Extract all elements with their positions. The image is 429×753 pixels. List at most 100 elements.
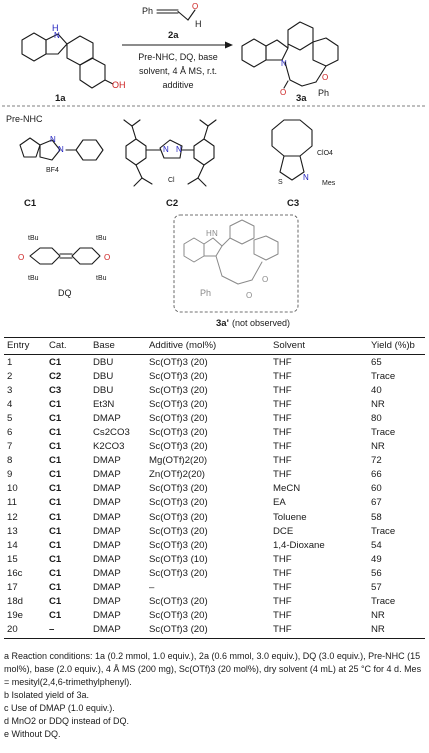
cell-additive: Sc(OTf)3 (20)	[149, 497, 208, 509]
cell-catalyst: C1	[49, 582, 62, 594]
cell-solvent: THF	[273, 370, 292, 382]
svg-text:tBu: tBu	[28, 275, 39, 282]
svg-text:H: H	[195, 19, 202, 29]
svg-text:tBu: tBu	[28, 235, 39, 242]
cell-additive: Sc(OTf)3 (20)	[149, 511, 208, 523]
cell-solvent: THF	[273, 582, 292, 594]
header-yield: Yield (%)b	[368, 337, 425, 355]
compound-3a-label: 3a	[296, 93, 307, 104]
optimization-table: Entry Cat. Base Additive (mol%) Solvent …	[4, 337, 425, 639]
svg-text:Ph: Ph	[200, 288, 211, 298]
cell-entry: 14	[7, 539, 18, 551]
cell-yield: 65	[371, 356, 382, 368]
cell-solvent: THF	[273, 441, 292, 453]
footnote-b: b Isolated yield of 3a.	[4, 690, 90, 700]
catalyst-c3-structure: S N ClO4 Mes C3	[271, 119, 336, 209]
cell-yield: NR	[371, 441, 385, 453]
cell-yield: Trace	[371, 427, 396, 439]
cell-catalyst: –	[46, 622, 90, 639]
svg-text:H: H	[206, 229, 212, 238]
cell-base: DMAP	[93, 483, 121, 495]
pre-nhc-label: Pre-NHC	[6, 114, 43, 124]
cell-yield: 56	[371, 567, 382, 579]
cell-entry: 20	[4, 622, 46, 639]
cell-base: Cs2CO3	[93, 427, 130, 439]
svg-text:O: O	[246, 291, 252, 300]
cell-yield: 60	[371, 483, 382, 495]
cell-base: DMAP	[93, 412, 121, 424]
svg-text:Ph: Ph	[318, 88, 329, 98]
header-solvent: Solvent	[270, 337, 368, 355]
catalyst-c3-label: C3	[287, 198, 299, 209]
cell-entry: 15	[7, 553, 18, 565]
svg-text:N: N	[58, 145, 64, 154]
reagent-2a-label: 2a	[168, 30, 179, 41]
svg-text:tBu: tBu	[96, 235, 107, 242]
header-additive: Additive (mol%)	[146, 337, 270, 355]
svg-text:O: O	[262, 275, 268, 284]
cell-yield: Trace	[371, 370, 396, 382]
cell-solvent: MeCN	[273, 483, 301, 495]
cell-yield: 80	[371, 412, 382, 424]
cell-entry: 6	[7, 427, 13, 439]
svg-text:N: N	[176, 145, 182, 154]
cell-catalyst: C1	[49, 525, 62, 537]
svg-text:O: O	[104, 253, 110, 262]
cell-entry: 5	[7, 412, 13, 424]
cell-entry: 9	[7, 469, 13, 481]
cell-entry: 3	[7, 384, 13, 396]
cell-base: DMAP	[93, 455, 121, 467]
svg-text:Cl: Cl	[168, 177, 175, 184]
catalyst-c1-structure: N N BF4 C1	[19, 135, 104, 209]
svg-text:Ph: Ph	[142, 6, 153, 16]
svg-text:N: N	[281, 59, 287, 68]
cell-entry: 12	[7, 511, 18, 523]
condition-line-2: solvent, 4 Å MS, r.t.	[139, 66, 217, 76]
reaction-arrow	[122, 41, 233, 49]
footnote-d: d MnO2 or DDQ instead of DQ.	[4, 716, 130, 726]
svg-text:N: N	[303, 173, 309, 182]
catalyst-c1-label: C1	[24, 198, 37, 209]
cell-additive: Sc(OTf)3 (20)	[149, 610, 208, 622]
cell-base: DBU	[93, 384, 114, 396]
cell-entry: 19e	[7, 610, 24, 622]
cell-catalyst: C1	[49, 441, 62, 453]
cell-entry: 13	[7, 525, 18, 537]
cell-solvent: THF	[273, 412, 292, 424]
cell-yield: NR	[371, 610, 385, 622]
footnote-c: c Use of DMAP (1.0 equiv.).	[4, 703, 115, 713]
header-base: Base	[90, 337, 146, 355]
cell-entry: 4	[7, 398, 13, 410]
cell-catalyst: C1	[49, 398, 62, 410]
cell-base: Et3N	[93, 398, 115, 410]
cell-additive: Sc(OTf)3 (20)	[149, 483, 208, 495]
svg-text:tBu: tBu	[96, 275, 107, 282]
cell-yield: Trace	[371, 525, 396, 537]
cell-entry: 16c	[7, 567, 23, 579]
cell-base: DBU	[93, 370, 114, 382]
cell-yield: 67	[371, 497, 382, 509]
cell-catalyst: C1	[49, 497, 62, 509]
compound-1a-structure: H N OH 1a	[21, 23, 126, 104]
cell-yield: 57	[371, 582, 382, 594]
cell-catalyst: C1	[49, 539, 62, 551]
cell-yield: 66	[371, 469, 382, 481]
cell-solvent: THF	[273, 596, 292, 608]
cell-yield: 40	[371, 384, 382, 396]
cell-catalyst: C1	[49, 567, 62, 579]
header-catalyst: Cat.	[46, 337, 90, 355]
cell-catalyst: C1	[49, 356, 62, 368]
cell-solvent: THF	[273, 356, 292, 368]
side-product-box	[173, 214, 299, 313]
cell-additive: Sc(OTf)3 (20)	[149, 567, 208, 579]
